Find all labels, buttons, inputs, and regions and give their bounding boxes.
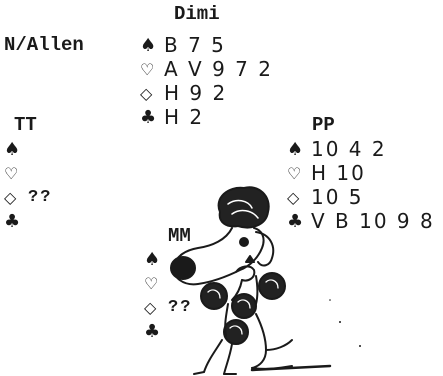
south-spades-row: ♠ bbox=[144, 247, 192, 271]
spade-icon: ♠ bbox=[144, 249, 168, 270]
south-diamonds-row: ◇?? bbox=[144, 295, 192, 319]
south-name: MM bbox=[168, 227, 191, 246]
south-clubs-row: ♣ bbox=[144, 319, 192, 343]
heart-icon: ♡ bbox=[144, 274, 168, 293]
diamond-icon: ◇ bbox=[144, 298, 168, 317]
south-hearts-row: ♡ bbox=[144, 271, 192, 295]
club-icon: ♣ bbox=[144, 321, 168, 342]
south-hand: ♠ ♡ ◇?? ♣ bbox=[144, 247, 192, 343]
south-diamonds-cards: ?? bbox=[168, 298, 192, 317]
